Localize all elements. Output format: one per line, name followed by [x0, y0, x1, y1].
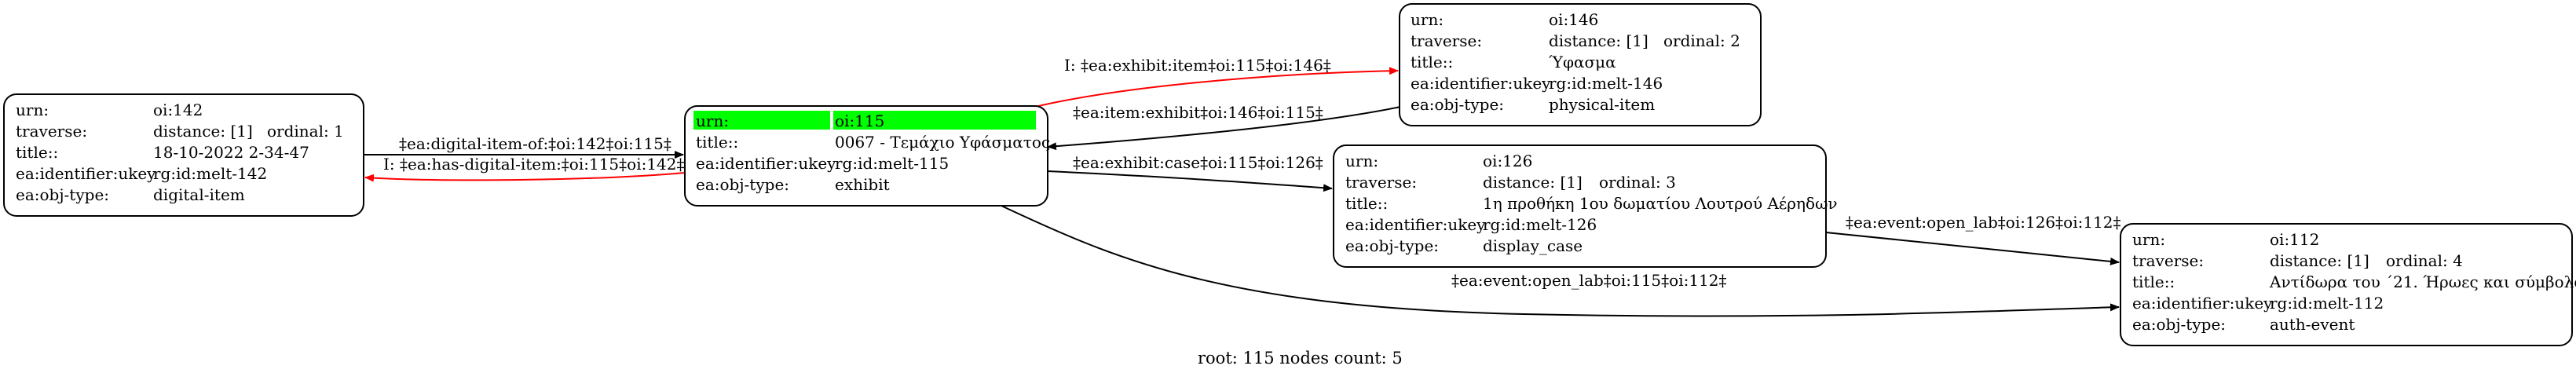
node-126-traverse-distance: distance: [1]: [1483, 173, 1583, 192]
node-126-ukey-key: ea:identifier:ukey: [1345, 215, 1486, 234]
edge-event-open-lab-126[interactable]: ‡ea:event:open_lab‡oi:126‡oi:112‡: [1825, 213, 2121, 265]
edge-label-digital-item-of: ‡ea:digital-item-of:‡oi:142‡oi:115‡: [399, 134, 671, 153]
edge-event-open-lab-115[interactable]: ‡ea:event:open_lab‡oi:115‡oi:112‡: [1001, 205, 2120, 317]
node-112-traverse-distance: distance: [1]: [2270, 251, 2369, 270]
node-115-ukey-value: rg:id:melt-115: [835, 154, 949, 173]
node-142-traverse-ordinal: ordinal: 1: [267, 122, 344, 141]
node-115-urn-value-highlight: [833, 111, 1036, 130]
node-146-urn-key: urn:: [1411, 10, 1444, 29]
node-146-urn-value: oi:146: [1549, 10, 1598, 29]
node-126-urn-key: urn:: [1345, 152, 1378, 170]
node-112-traverse-ordinal: ordinal: 4: [2386, 251, 2463, 270]
node-146-traverse-ordinal: ordinal: 2: [1663, 31, 1740, 50]
node-142-urn-value: oi:142: [153, 101, 203, 119]
edge-has-digital-item[interactable]: I: ‡ea:has-digital-item:‡oi:115‡oi:142‡: [364, 155, 686, 182]
node-115-urn-key: urn:: [696, 112, 729, 130]
node-142-objtype-value: digital-item: [153, 185, 245, 204]
node-112-urn-value: oi:112: [2270, 230, 2319, 249]
node-112-title-value: Αντίδωρα του ΄21. Ήρωες και σύμβολα: [2269, 272, 2576, 291]
node-112-urn-key: urn:: [2132, 230, 2165, 249]
node-142-urn-key: urn:: [16, 101, 49, 119]
node-142-ukey-value: rg:id:melt-142: [153, 164, 267, 183]
node-146-ukey-value: rg:id:melt-146: [1549, 74, 1663, 93]
edge-exhibit-item[interactable]: I: ‡ea:exhibit:item‡oi:115‡oi:146‡: [1034, 56, 1399, 108]
node-142-title-key: title::: [16, 143, 58, 162]
edge-exhibit-case[interactable]: ‡ea:exhibit:case‡oi:115‡oi:126‡: [1047, 153, 1333, 192]
edge-digital-item-of[interactable]: ‡ea:digital-item-of:‡oi:142‡oi:115‡: [364, 134, 684, 159]
node-142-traverse-distance: distance: [1]: [153, 122, 253, 141]
node-115-title-value: 0067 - Τεμάχιο Υφάσματος: [835, 133, 1050, 152]
edge-label-event-open-lab-126: ‡ea:event:open_lab‡oi:126‡oi:112‡: [1846, 213, 2121, 232]
node-126-title-key: title::: [1345, 194, 1388, 213]
graph-footer-caption: root: 115 nodes count: 5: [1198, 349, 1403, 368]
node-146-ukey-key: ea:identifier:ukey: [1411, 74, 1551, 93]
node-146-traverse-key: traverse:: [1411, 31, 1482, 50]
node-142-objtype-key: ea:obj-type:: [16, 185, 109, 204]
node-112-ukey-value: rg:id:melt-112: [2270, 294, 2384, 313]
node-115-title-key: title::: [696, 133, 738, 152]
edge-label-exhibit-item: I: ‡ea:exhibit:item‡oi:115‡oi:146‡: [1064, 56, 1331, 75]
node-oi-142[interactable]: urn: oi:142 traverse: distance: [1] ordi…: [3, 93, 364, 217]
node-115-urn-key-highlight: [693, 111, 830, 130]
node-115-objtype-value: exhibit: [835, 175, 890, 194]
node-146-title-value: Ύφασμα: [1549, 53, 1616, 71]
node-oi-115-root[interactable]: urn: oi:115 title:: 0067 - Τεμάχιο Υφάσμ…: [684, 105, 1050, 207]
node-126-traverse-key: traverse:: [1345, 173, 1417, 192]
edge-item-exhibit[interactable]: ‡ea:item:exhibit‡oi:146‡oi:115‡: [1047, 103, 1405, 151]
node-112-objtype-key: ea:obj-type:: [2132, 315, 2226, 334]
node-oi-146[interactable]: urn: oi:146 traverse: distance: [1] ordi…: [1399, 3, 1762, 126]
node-126-objtype-key: ea:obj-type:: [1345, 236, 1439, 255]
node-126-traverse-ordinal: ordinal: 3: [1599, 173, 1676, 192]
node-115-ukey-key: ea:identifier:ukey: [696, 154, 836, 173]
node-115-urn-value: oi:115: [835, 112, 884, 130]
node-142-title-value: 18-10-2022 2-34-47: [153, 143, 309, 162]
node-112-traverse-key: traverse:: [2132, 251, 2204, 270]
node-126-objtype-value: display_case: [1483, 236, 1583, 255]
node-112-ukey-key: ea:identifier:ukey: [2132, 294, 2273, 313]
node-oi-126[interactable]: urn: oi:126 traverse: distance: [1] ordi…: [1333, 144, 1838, 268]
edge-label-exhibit-case: ‡ea:exhibit:case‡oi:115‡oi:126‡: [1073, 153, 1323, 172]
edge-label-item-exhibit: ‡ea:item:exhibit‡oi:146‡oi:115‡: [1073, 103, 1323, 122]
node-115-objtype-key: ea:obj-type:: [696, 175, 789, 194]
node-146-traverse-distance: distance: [1]: [1549, 31, 1648, 50]
node-126-title-value: 1η προθήκη 1ου δωματίου Λουτρού Αέρηδων: [1483, 194, 1838, 213]
node-oi-112[interactable]: urn: oi:112 traverse: distance: [1] ordi…: [2120, 223, 2576, 346]
node-126-ukey-value: rg:id:melt-126: [1483, 215, 1597, 234]
node-112-objtype-value: auth-event: [2270, 315, 2355, 334]
node-112-title-key: title::: [2132, 272, 2175, 291]
node-126-urn-value: oi:126: [1483, 152, 1532, 170]
node-142-traverse-key: traverse:: [16, 122, 87, 141]
edge-label-event-open-lab-115: ‡ea:event:open_lab‡oi:115‡oi:112‡: [1451, 271, 1727, 290]
node-142-ukey-key: ea:identifier:ukey: [16, 164, 156, 183]
node-146-objtype-value: physical-item: [1549, 95, 1655, 114]
edge-label-has-digital-item: I: ‡ea:has-digital-item:‡oi:115‡oi:142‡: [383, 155, 685, 174]
node-146-title-key: title::: [1411, 53, 1453, 71]
node-146-objtype-key: ea:obj-type:: [1411, 95, 1504, 114]
